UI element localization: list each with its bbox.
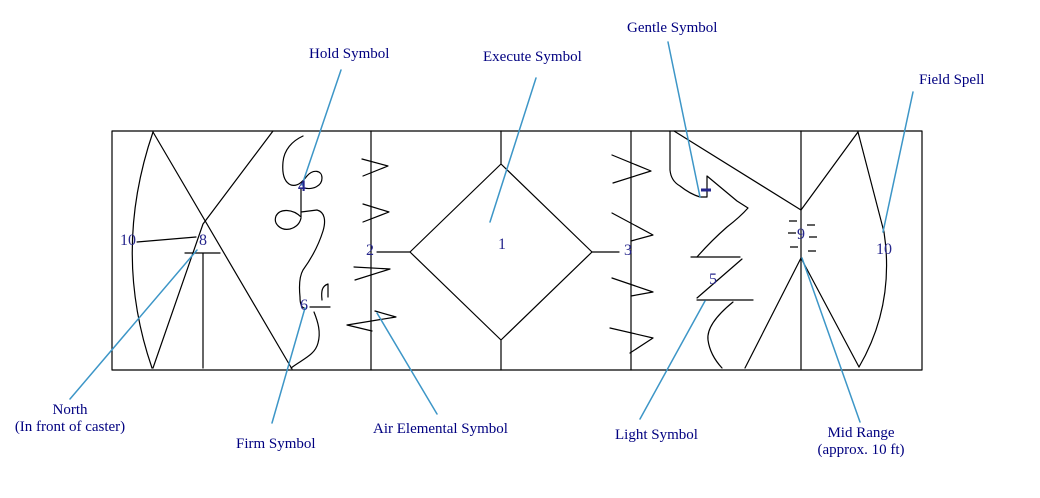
execute-pointer-line [489,77,537,223]
north-label: North (In front of caster) [13,402,127,436]
hold-pointer-line [301,69,342,186]
right-zigzag-teeth [609,154,654,354]
north-triangle-base-and-stem [184,252,221,369]
air-elemental-symbol-label: Air Elemental Symbol [373,421,508,437]
notation-band-rectangle [111,130,923,371]
mid-section-peak-line [800,131,859,211]
gentle-pointer-line [667,41,701,198]
execute-diamond [409,130,593,371]
light-symbol-label: Light Symbol [615,427,698,443]
mid-section-diagonal [673,130,802,211]
step-number-8: 8 [199,232,207,249]
ten-to-eight-connector [136,236,197,243]
field-spell-label: Field Spell [919,72,985,88]
firm-pointer-line [271,307,306,424]
execute-symbol-label: Execute Symbol [483,49,582,65]
air-elemental-zigzag-teeth [346,158,397,332]
field-spell-bow-arc [857,131,888,368]
light-pointer-line [639,300,706,420]
step-number-2: 2 [366,242,374,259]
light-symbol-tail-curve [707,301,734,369]
step-number-1: 1 [498,236,506,253]
step-number-10-left: 10 [120,232,136,249]
mid-range-tick-dashes [788,220,817,252]
step-number-4: 4 [298,178,306,195]
gentle-symbol-label: Gentle Symbol [627,20,718,36]
mid-range-label: Mid Range (approx. 10 ft) [816,425,906,459]
mid-range-pointer-line [801,257,861,423]
field-spell-pointer-line [882,91,914,233]
north-label-line1: North [52,402,88,418]
light-symbol-strokes [690,256,754,301]
left-field-bow-arc [131,131,154,369]
step-number-3: 3 [624,242,632,259]
step-number-6: 6 [300,297,308,314]
mid-range-label-line2: (approx. 10 ft) [817,442,905,458]
north-label-line2: (In front of caster) [14,419,126,435]
left-diagonal-line [152,131,293,370]
step-number-10-right: 10 [876,241,892,258]
firm-symbol-label: Firm Symbol [236,436,316,452]
north-pointer-line [69,249,198,400]
hold-symbol-label: Hold Symbol [309,46,390,62]
mid-range-label-line1: Mid Range [827,425,895,441]
air-elemental-pointer-line [376,312,438,415]
mid-section-v-legs [744,257,860,369]
firm-symbol-squiggle [290,283,331,369]
step-number-5: 5 [709,271,717,288]
step-number-9: 9 [797,226,805,243]
gentle-symbol-outline [669,130,749,258]
hold-symbol-squiggle [274,135,326,298]
left-crossing-line [152,130,274,369]
